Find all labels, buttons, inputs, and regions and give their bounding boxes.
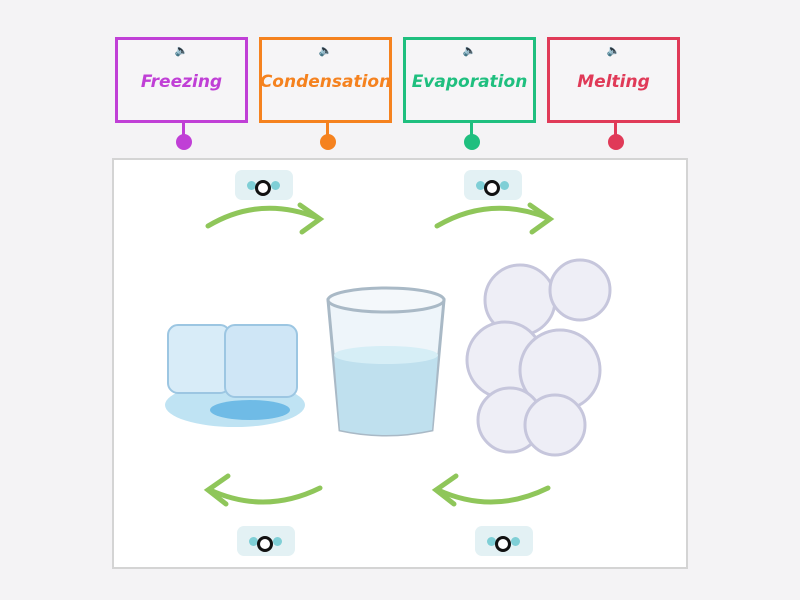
arrow-right-icon: [205, 205, 321, 229]
pin-stem: [182, 123, 185, 135]
label-text: Freezing: [140, 72, 223, 92]
drop-zone[interactable]: [475, 526, 533, 556]
speaker-icon[interactable]: 🔈: [174, 44, 189, 57]
arrow-left-icon: [435, 485, 551, 505]
pin-handle[interactable]: [176, 134, 192, 150]
drop-zone[interactable]: [235, 170, 293, 200]
label-text: Evaporation: [411, 72, 528, 92]
glass-of-water-icon: [326, 286, 446, 437]
label-condensation[interactable]: 🔈 Condensation: [259, 37, 392, 123]
label-melting[interactable]: 🔈 Melting: [547, 37, 680, 123]
pin-handle[interactable]: [464, 134, 480, 150]
arrow-left-icon: [207, 485, 323, 505]
label-evaporation[interactable]: 🔈 Evaporation: [403, 37, 536, 123]
pin-stem: [614, 123, 617, 135]
speaker-icon[interactable]: 🔈: [318, 44, 333, 57]
label-text: Condensation: [259, 72, 392, 92]
label-text: Melting: [577, 72, 650, 92]
steam-cloud-icon: [465, 258, 612, 457]
drop-zone[interactable]: [464, 170, 522, 200]
ice-cubes-icon: [165, 324, 305, 427]
speaker-icon[interactable]: 🔈: [462, 44, 477, 57]
label-freezing[interactable]: 🔈 Freezing: [115, 37, 248, 123]
pin-handle[interactable]: [608, 134, 624, 150]
drop-zone[interactable]: [237, 526, 295, 556]
pin-handle[interactable]: [320, 134, 336, 150]
arrow-right-icon: [434, 205, 551, 229]
pin-stem: [326, 123, 329, 135]
pin-stem: [470, 123, 473, 135]
speaker-icon[interactable]: 🔈: [606, 44, 621, 57]
